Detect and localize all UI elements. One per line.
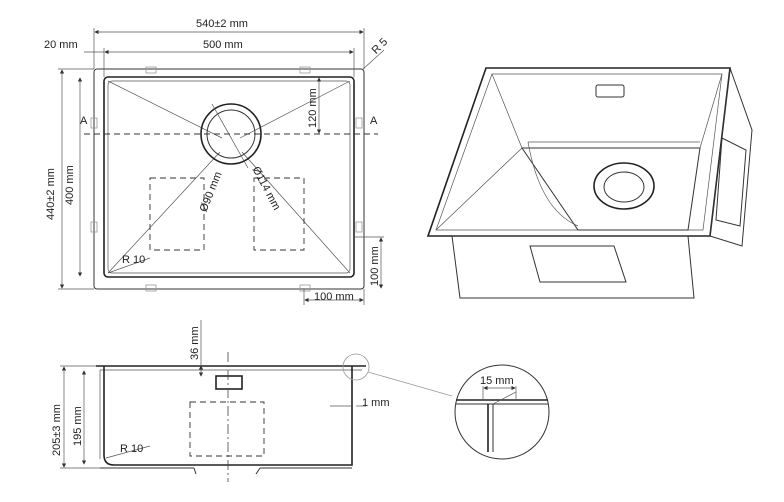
flange-label: 20 mm [44,39,78,51]
mount-zone-left [149,177,205,251]
inner-depth-label: 195 mm [72,406,84,446]
mount-offset-h-label: 100 mm [314,291,354,303]
drain-offset-label: 120 mm [307,88,319,128]
section-radius-label: R 10 [120,443,143,455]
inner-bowl-outline [103,76,355,278]
section-label-right: A [370,115,378,127]
rim-width-label: 15 mm [480,375,514,387]
iso-side-cutout [715,137,747,227]
drain-diameter-label: Ø90 mm [198,170,225,214]
section-drain-zone [189,401,265,457]
inner-width-label: 500 mm [203,39,243,51]
drain-outer-diameter-label: Ø114 mm [250,165,283,213]
drain-outer-circle [200,103,262,165]
outer-radius-label: R 5 [370,36,391,57]
overall-width-label: 540±2 mm [196,18,248,30]
iso-drain-outer [593,162,655,210]
isometric-view [426,67,753,299]
iso-front-cutout [529,245,627,283]
inner-bowl-inner-line [107,80,351,274]
side-section-view: 36 mm 205±3 mm 195 mm R 10 1 mm [51,320,453,482]
mount-offset-v-label: 100 mm [369,246,381,286]
iso-overflow [595,84,625,98]
outer-flange-outline [93,68,365,290]
section-label-left: A [80,115,88,127]
detail-reference-circle [342,353,370,381]
inner-radius-label: R 10 [122,254,145,266]
overall-height-label: 440±2 mm [45,168,57,220]
inner-height-label: 400 mm [64,165,76,205]
iso-drain-inner [603,171,645,203]
detail-view: 15 mm [454,364,550,460]
overall-depth-label: 205±3 mm [51,404,63,456]
mounting-clips [90,66,363,292]
detail-circle [454,364,550,460]
mount-zone-right [253,177,305,251]
section-overflow [215,375,243,390]
top-view: A A 540±2 mm 500 mm 20 mm R 5 440±2 mm 4… [44,18,390,305]
iso-rim-outer [426,67,731,237]
overflow-offset-label: 36 mm [189,326,201,360]
wall-thickness-label: 1 mm [362,397,390,409]
section-bowl-profile [103,366,353,466]
iso-bowl-floor [521,147,701,231]
